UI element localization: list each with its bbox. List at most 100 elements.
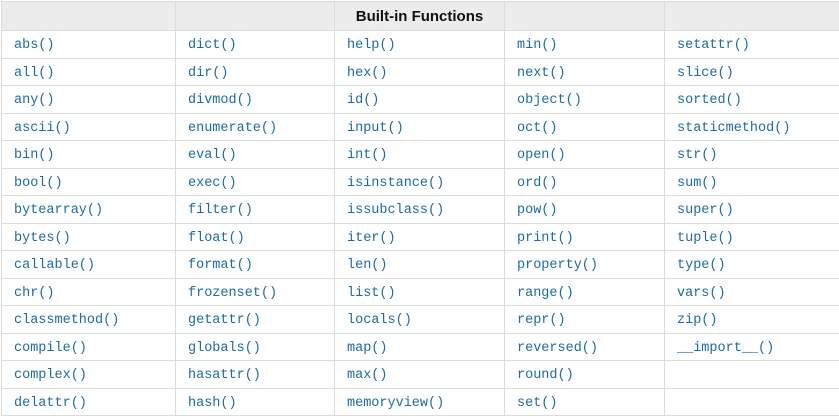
function-link[interactable]: range()	[517, 286, 574, 301]
function-link[interactable]: compile()	[14, 341, 87, 356]
function-link[interactable]: dict()	[188, 38, 237, 53]
function-link[interactable]: divmod()	[188, 93, 253, 108]
function-cell: hex()	[335, 58, 505, 86]
function-link[interactable]: id()	[347, 93, 379, 108]
table-header-row: Built-in Functions	[2, 2, 839, 31]
function-link[interactable]: oct()	[517, 121, 558, 136]
function-link[interactable]: help()	[347, 38, 396, 53]
function-link[interactable]: round()	[517, 368, 574, 383]
function-link[interactable]: bool()	[14, 176, 63, 191]
function-link[interactable]: min()	[517, 38, 558, 53]
function-link[interactable]: ord()	[517, 176, 558, 191]
function-link[interactable]: ascii()	[14, 121, 71, 136]
function-link[interactable]: vars()	[677, 286, 726, 301]
function-link[interactable]: iter()	[347, 231, 396, 246]
function-cell: staticmethod()	[665, 113, 839, 141]
empty-cell	[665, 388, 839, 416]
function-link[interactable]: map()	[347, 341, 388, 356]
function-link[interactable]: input()	[347, 121, 404, 136]
function-link[interactable]: getattr()	[188, 313, 261, 328]
function-cell: any()	[2, 86, 176, 114]
function-link[interactable]: abs()	[14, 38, 55, 53]
function-link[interactable]: exec()	[188, 176, 237, 191]
function-cell: range()	[505, 278, 665, 306]
function-cell: classmethod()	[2, 306, 176, 334]
function-cell: eval()	[176, 141, 335, 169]
function-link[interactable]: sum()	[677, 176, 718, 191]
function-link[interactable]: format()	[188, 258, 253, 273]
function-link[interactable]: issubclass()	[347, 203, 444, 218]
function-cell: enumerate()	[176, 113, 335, 141]
function-link[interactable]: all()	[14, 66, 55, 81]
table-row: all() dir() hex() next() slice()	[2, 58, 839, 86]
function-link[interactable]: int()	[347, 148, 388, 163]
function-cell: set()	[505, 388, 665, 416]
function-link[interactable]: bin()	[14, 148, 55, 163]
function-link[interactable]: slice()	[677, 66, 734, 81]
function-link[interactable]: open()	[517, 148, 566, 163]
function-link[interactable]: bytearray()	[14, 203, 103, 218]
function-link[interactable]: hash()	[188, 396, 237, 411]
function-link[interactable]: chr()	[14, 286, 55, 301]
function-cell: reversed()	[505, 333, 665, 361]
function-link[interactable]: max()	[347, 368, 388, 383]
function-link[interactable]: hasattr()	[188, 368, 261, 383]
function-cell: issubclass()	[335, 196, 505, 224]
function-cell: type()	[665, 251, 839, 279]
function-cell: sorted()	[665, 86, 839, 114]
function-cell: open()	[505, 141, 665, 169]
function-link[interactable]: sorted()	[677, 93, 742, 108]
function-link[interactable]: setattr()	[677, 38, 750, 53]
function-link[interactable]: eval()	[188, 148, 237, 163]
function-link[interactable]: hex()	[347, 66, 388, 81]
function-link[interactable]: dir()	[188, 66, 229, 81]
empty-cell	[665, 361, 839, 389]
function-link[interactable]: property()	[517, 258, 598, 273]
function-link[interactable]: bytes()	[14, 231, 71, 246]
function-link[interactable]: zip()	[677, 313, 718, 328]
function-link[interactable]: object()	[517, 93, 582, 108]
table-row: compile() globals() map() reversed() __impor…	[2, 333, 839, 361]
function-cell: id()	[335, 86, 505, 114]
function-link[interactable]: reversed()	[517, 341, 598, 356]
function-link[interactable]: len()	[347, 258, 388, 273]
table-row: bin() eval() int() open() str()	[2, 141, 839, 169]
function-link[interactable]: __import__()	[677, 341, 774, 356]
function-link[interactable]: callable()	[14, 258, 95, 273]
function-link[interactable]: pow()	[517, 203, 558, 218]
function-link[interactable]: any()	[14, 93, 55, 108]
function-link[interactable]: isinstance()	[347, 176, 444, 191]
function-link[interactable]: set()	[517, 396, 558, 411]
function-link[interactable]: frozenset()	[188, 286, 277, 301]
function-cell: bytes()	[2, 223, 176, 251]
function-link[interactable]: classmethod()	[14, 313, 119, 328]
function-link[interactable]: next()	[517, 66, 566, 81]
function-cell: ascii()	[2, 113, 176, 141]
function-link[interactable]: locals()	[347, 313, 412, 328]
function-cell: hash()	[176, 388, 335, 416]
function-cell: compile()	[2, 333, 176, 361]
function-link[interactable]: filter()	[188, 203, 253, 218]
function-cell: locals()	[335, 306, 505, 334]
function-cell: abs()	[2, 31, 176, 59]
function-cell: setattr()	[665, 31, 839, 59]
function-cell: list()	[335, 278, 505, 306]
function-link[interactable]: float()	[188, 231, 245, 246]
function-link[interactable]: delattr()	[14, 396, 87, 411]
function-cell: help()	[335, 31, 505, 59]
function-cell: sum()	[665, 168, 839, 196]
function-link[interactable]: type()	[677, 258, 726, 273]
function-link[interactable]: enumerate()	[188, 121, 277, 136]
function-link[interactable]: globals()	[188, 341, 261, 356]
function-link[interactable]: str()	[677, 148, 718, 163]
function-link[interactable]: super()	[677, 203, 734, 218]
function-cell: exec()	[176, 168, 335, 196]
function-link[interactable]: list()	[347, 286, 396, 301]
function-link[interactable]: repr()	[517, 313, 566, 328]
function-link[interactable]: print()	[517, 231, 574, 246]
function-link[interactable]: staticmethod()	[677, 121, 790, 136]
function-link[interactable]: complex()	[14, 368, 87, 383]
function-link[interactable]: memoryview()	[347, 396, 444, 411]
function-link[interactable]: tuple()	[677, 231, 734, 246]
function-cell: bytearray()	[2, 196, 176, 224]
